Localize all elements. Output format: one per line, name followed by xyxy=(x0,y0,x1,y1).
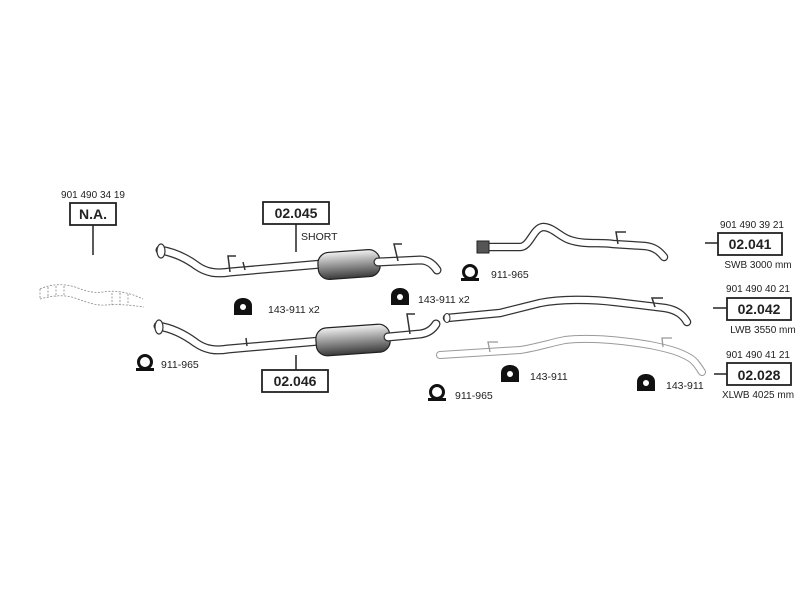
code-box-02042[interactable] xyxy=(726,297,792,321)
part-number-lwb: 901 490 40 21 xyxy=(726,284,790,295)
rubber-mount-icon[interactable] xyxy=(637,374,655,391)
muffler-group: 02.046 xyxy=(153,313,441,393)
label-mount-mid: 143-911 xyxy=(530,371,568,383)
part-number-swb: 901 490 39 21 xyxy=(720,220,784,231)
pipe-clamp-icon[interactable] xyxy=(428,384,446,402)
code-02046: 02.046 xyxy=(274,373,317,389)
code-02041: 02.041 xyxy=(729,236,772,252)
note-xlwb: XLWB 4025 mm xyxy=(722,390,794,401)
label-clamp-mid: 911-965 xyxy=(455,390,493,402)
muffler-short-group: 02.045 SHORT xyxy=(155,201,442,280)
muffler-part[interactable] xyxy=(153,313,441,357)
label-mount-right: 143-911 xyxy=(666,380,704,392)
rubber-mount-icon[interactable] xyxy=(234,298,252,315)
code-box-02041[interactable] xyxy=(717,232,783,256)
pipe-xlwb-group: 901 490 41 21 02.028 XLWB 4025 mm xyxy=(436,334,794,401)
code-box-02028[interactable] xyxy=(726,362,792,386)
rubber-mount-icon[interactable] xyxy=(391,288,409,305)
muffler-short-part[interactable] xyxy=(155,243,442,280)
code-02042: 02.042 xyxy=(738,301,781,317)
na-code: N.A. xyxy=(79,206,107,222)
na-part-number: 901 490 34 19 xyxy=(61,190,125,201)
flex-pipe-ghost xyxy=(39,284,145,308)
label-mount-x2-right: 143-911 x2 xyxy=(418,294,470,306)
code-box-02046[interactable] xyxy=(261,369,329,393)
label-clamp-top: 911-965 xyxy=(491,269,529,281)
pipe-clamp-icon[interactable] xyxy=(461,264,479,282)
pipe-lwb-part[interactable] xyxy=(442,295,692,327)
note-lwb: LWB 3550 mm xyxy=(730,325,795,336)
pipe-clamp-icon[interactable] xyxy=(136,354,154,372)
part-number-xlwb: 901 490 41 21 xyxy=(726,350,790,361)
label-mount-x2-left: 143-911 x2 xyxy=(268,304,320,316)
pipe-swb-part[interactable] xyxy=(476,222,669,262)
pipe-lwb-group: 901 490 40 21 02.042 LWB 3550 mm xyxy=(442,284,796,336)
code-02028: 02.028 xyxy=(738,367,781,383)
rubber-mount-icon[interactable] xyxy=(501,365,519,382)
label-clamp-left: 911-965 xyxy=(161,359,199,371)
pipe-swb-group: 901 490 39 21 02.041 SWB 3000 mm xyxy=(476,220,792,271)
pipe-xlwb-part[interactable] xyxy=(436,334,706,376)
na-group: 901 490 34 19 N.A. xyxy=(39,190,145,308)
note-short: SHORT xyxy=(301,231,338,243)
note-swb: SWB 3000 mm xyxy=(724,260,791,271)
code-02045: 02.045 xyxy=(275,205,318,221)
